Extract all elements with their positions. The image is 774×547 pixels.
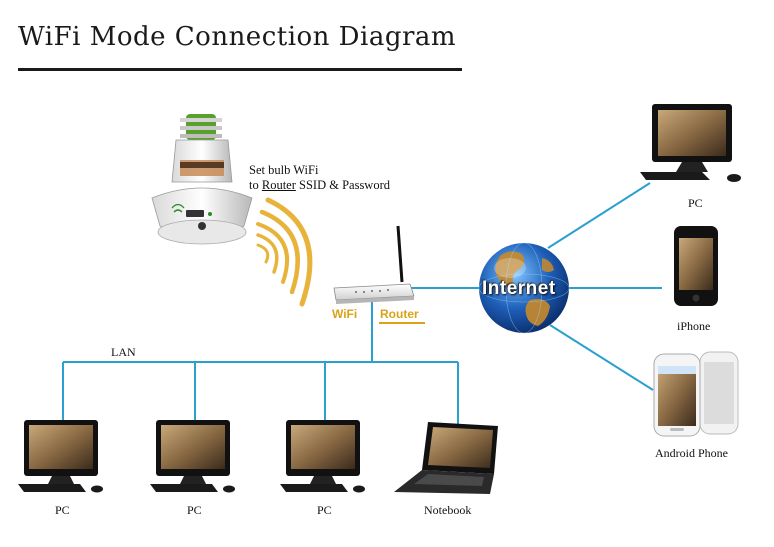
monitor-icon	[640, 104, 741, 182]
camera-bulb-icon	[151, 114, 253, 245]
laptop-icon	[394, 422, 498, 494]
connection-lines	[62, 182, 662, 425]
lan-label: LAN	[111, 345, 136, 359]
router-wifi-label: WiFi	[332, 307, 358, 321]
wifi-waves-icon	[256, 197, 313, 307]
page-title: WiFi Mode Connection Diagram	[18, 22, 457, 52]
device-label-pc-top: PC	[688, 196, 703, 210]
device-label-pc3: PC	[317, 503, 332, 517]
router-icon	[333, 225, 415, 304]
device-label-pc2: PC	[187, 503, 202, 517]
device-label-android: Android Phone	[655, 446, 728, 460]
monitor-icon	[280, 420, 365, 493]
link-internet-pc	[547, 182, 651, 249]
globe-icon	[478, 242, 570, 334]
monitor-icon	[18, 420, 103, 493]
smartphone-icon	[653, 351, 739, 437]
internet-label: Internet	[482, 278, 556, 299]
bulb-note-suffix: SSID & Password	[295, 178, 391, 192]
bulb-note-router: Router	[261, 178, 296, 192]
device-label-notebook: Notebook	[424, 503, 472, 517]
router-label-underline	[379, 322, 425, 324]
device-label-pc1: PC	[55, 503, 70, 517]
monitor-icon	[150, 420, 235, 493]
device-label-iphone: iPhone	[677, 319, 711, 333]
link-internet-android	[549, 324, 654, 391]
bulb-note-line1: Set bulb WiFi	[249, 163, 319, 177]
bulb-note-prefix: to	[249, 178, 262, 192]
title-underline	[18, 68, 462, 71]
router-label: Router	[380, 307, 419, 321]
bulb-setup-note: Set bulb WiFi to Router SSID & Password	[249, 163, 390, 193]
bulb-note-line2: to Router SSID & Password	[249, 178, 390, 193]
smartphone-icon	[674, 226, 718, 306]
